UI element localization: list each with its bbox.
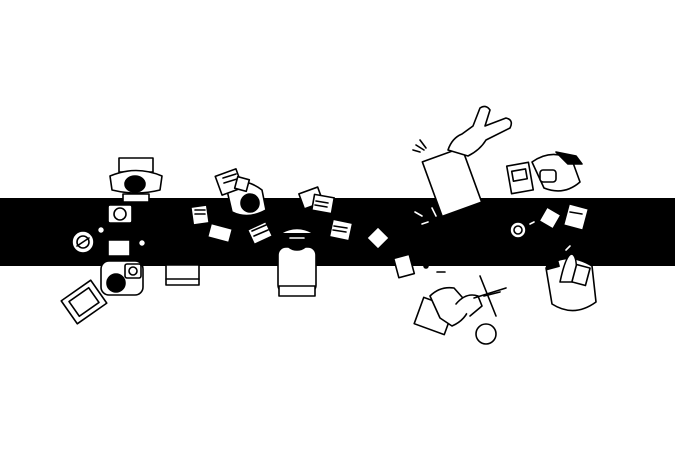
- paper-center-2: [365, 225, 391, 251]
- scatter-marks: [414, 207, 437, 225]
- hand-with-paper: [412, 105, 513, 218]
- pen-dot: [423, 263, 429, 269]
- papers-top-center: [298, 186, 336, 215]
- right-table-items: [504, 202, 590, 246]
- cup-small-left: [96, 225, 106, 235]
- person-bottom-right: [544, 245, 597, 312]
- notebook-2: [206, 222, 234, 244]
- laptop-bottom-left: [60, 279, 108, 325]
- hands-bottom-center-right: [413, 275, 507, 345]
- phone-1: [392, 253, 416, 279]
- notebook-1: [190, 204, 210, 226]
- paper-center-1: [328, 218, 354, 242]
- cup-small-left-2: [137, 238, 147, 248]
- person-bottom-left: [100, 260, 144, 296]
- person-top-center-left: [214, 168, 267, 217]
- person-top-left: [109, 157, 163, 203]
- cup-left: [107, 204, 133, 224]
- person-top-right: [505, 151, 583, 195]
- paper-left: [107, 239, 131, 257]
- plate-left: [71, 230, 95, 254]
- chair-center-left: [165, 264, 200, 286]
- person-center: [277, 227, 317, 297]
